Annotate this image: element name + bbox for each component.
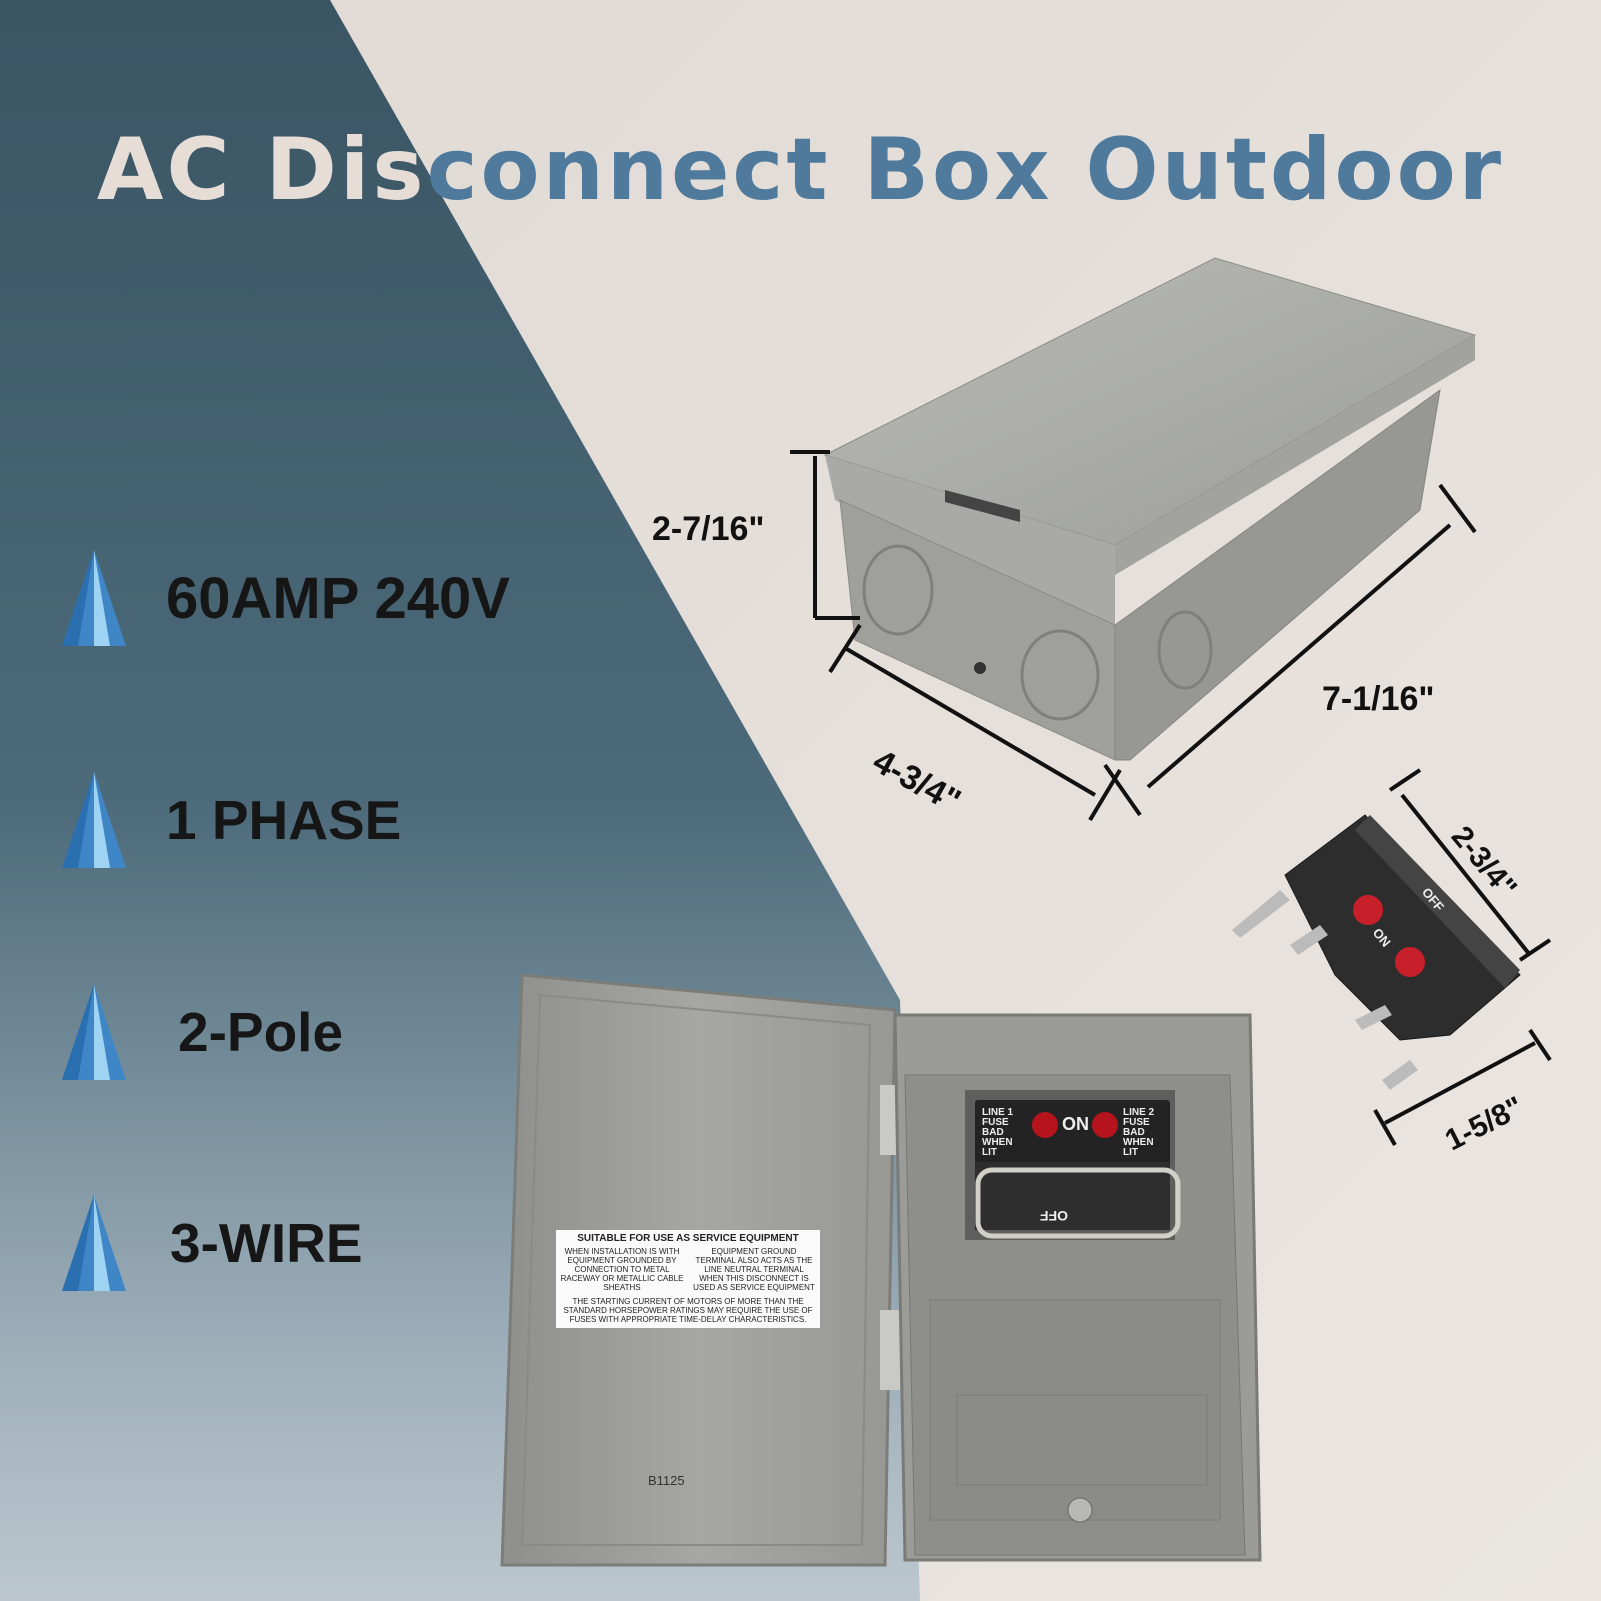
- blue-crystal-pyramid-icon: [62, 984, 126, 1080]
- line2-fuse-label: LINE 2 FUSE BAD WHEN LIT: [1123, 1107, 1155, 1158]
- blue-crystal-pyramid-icon: [62, 1195, 126, 1291]
- sticker-right-text: EQUIPMENT GROUND TERMINAL ALSO ACTS AS T…: [693, 1247, 815, 1292]
- title-part-light: AC Dis: [96, 120, 427, 220]
- dimension-height-label: 2-7/16": [652, 510, 765, 548]
- feature-label: 60AMP 240V: [166, 565, 510, 631]
- sticker-left-text: WHEN INSTALLATION IS WITH EQUIPMENT GROU…: [560, 1247, 684, 1292]
- page-title: AC Disconnect Box Outdoor: [0, 120, 1601, 220]
- feature-item-poles: 2-Pole: [62, 982, 343, 1082]
- model-number: B1125: [648, 1473, 685, 1488]
- pullout-image: [1232, 814, 1521, 1090]
- on-label: ON: [1062, 1114, 1089, 1134]
- feature-item-wire: 3-WIRE: [62, 1193, 363, 1293]
- feature-label: 2-Pole: [178, 1001, 344, 1063]
- feature-item-phase: 1 PHASE: [62, 770, 401, 870]
- dimension-lines: [790, 450, 1552, 1146]
- dimension-length-label: 7-1/16": [1322, 680, 1435, 718]
- feature-label: 1 PHASE: [166, 789, 402, 851]
- closed-box-image: [823, 257, 1477, 761]
- sticker-heading: SUITABLE FOR USE AS SERVICE EQUIPMENT: [577, 1233, 799, 1244]
- blue-crystal-pyramid-icon: [62, 550, 126, 646]
- feature-item-amperage: 60AMP 240V: [62, 548, 510, 648]
- feature-label: 3-WIRE: [170, 1212, 363, 1274]
- service-equipment-sticker: SUITABLE FOR USE AS SERVICE EQUIPMENT WH…: [556, 1230, 820, 1328]
- line1-fuse-label: LINE 1 FUSE BAD WHEN LIT: [982, 1107, 1014, 1158]
- title-part-blue: connect Box Outdoor: [426, 120, 1505, 220]
- off-label: OFF: [1040, 1208, 1068, 1224]
- blue-crystal-pyramid-icon: [62, 772, 126, 868]
- sticker-bottom-text: THE STARTING CURRENT OF MOTORS OF MORE T…: [563, 1297, 813, 1324]
